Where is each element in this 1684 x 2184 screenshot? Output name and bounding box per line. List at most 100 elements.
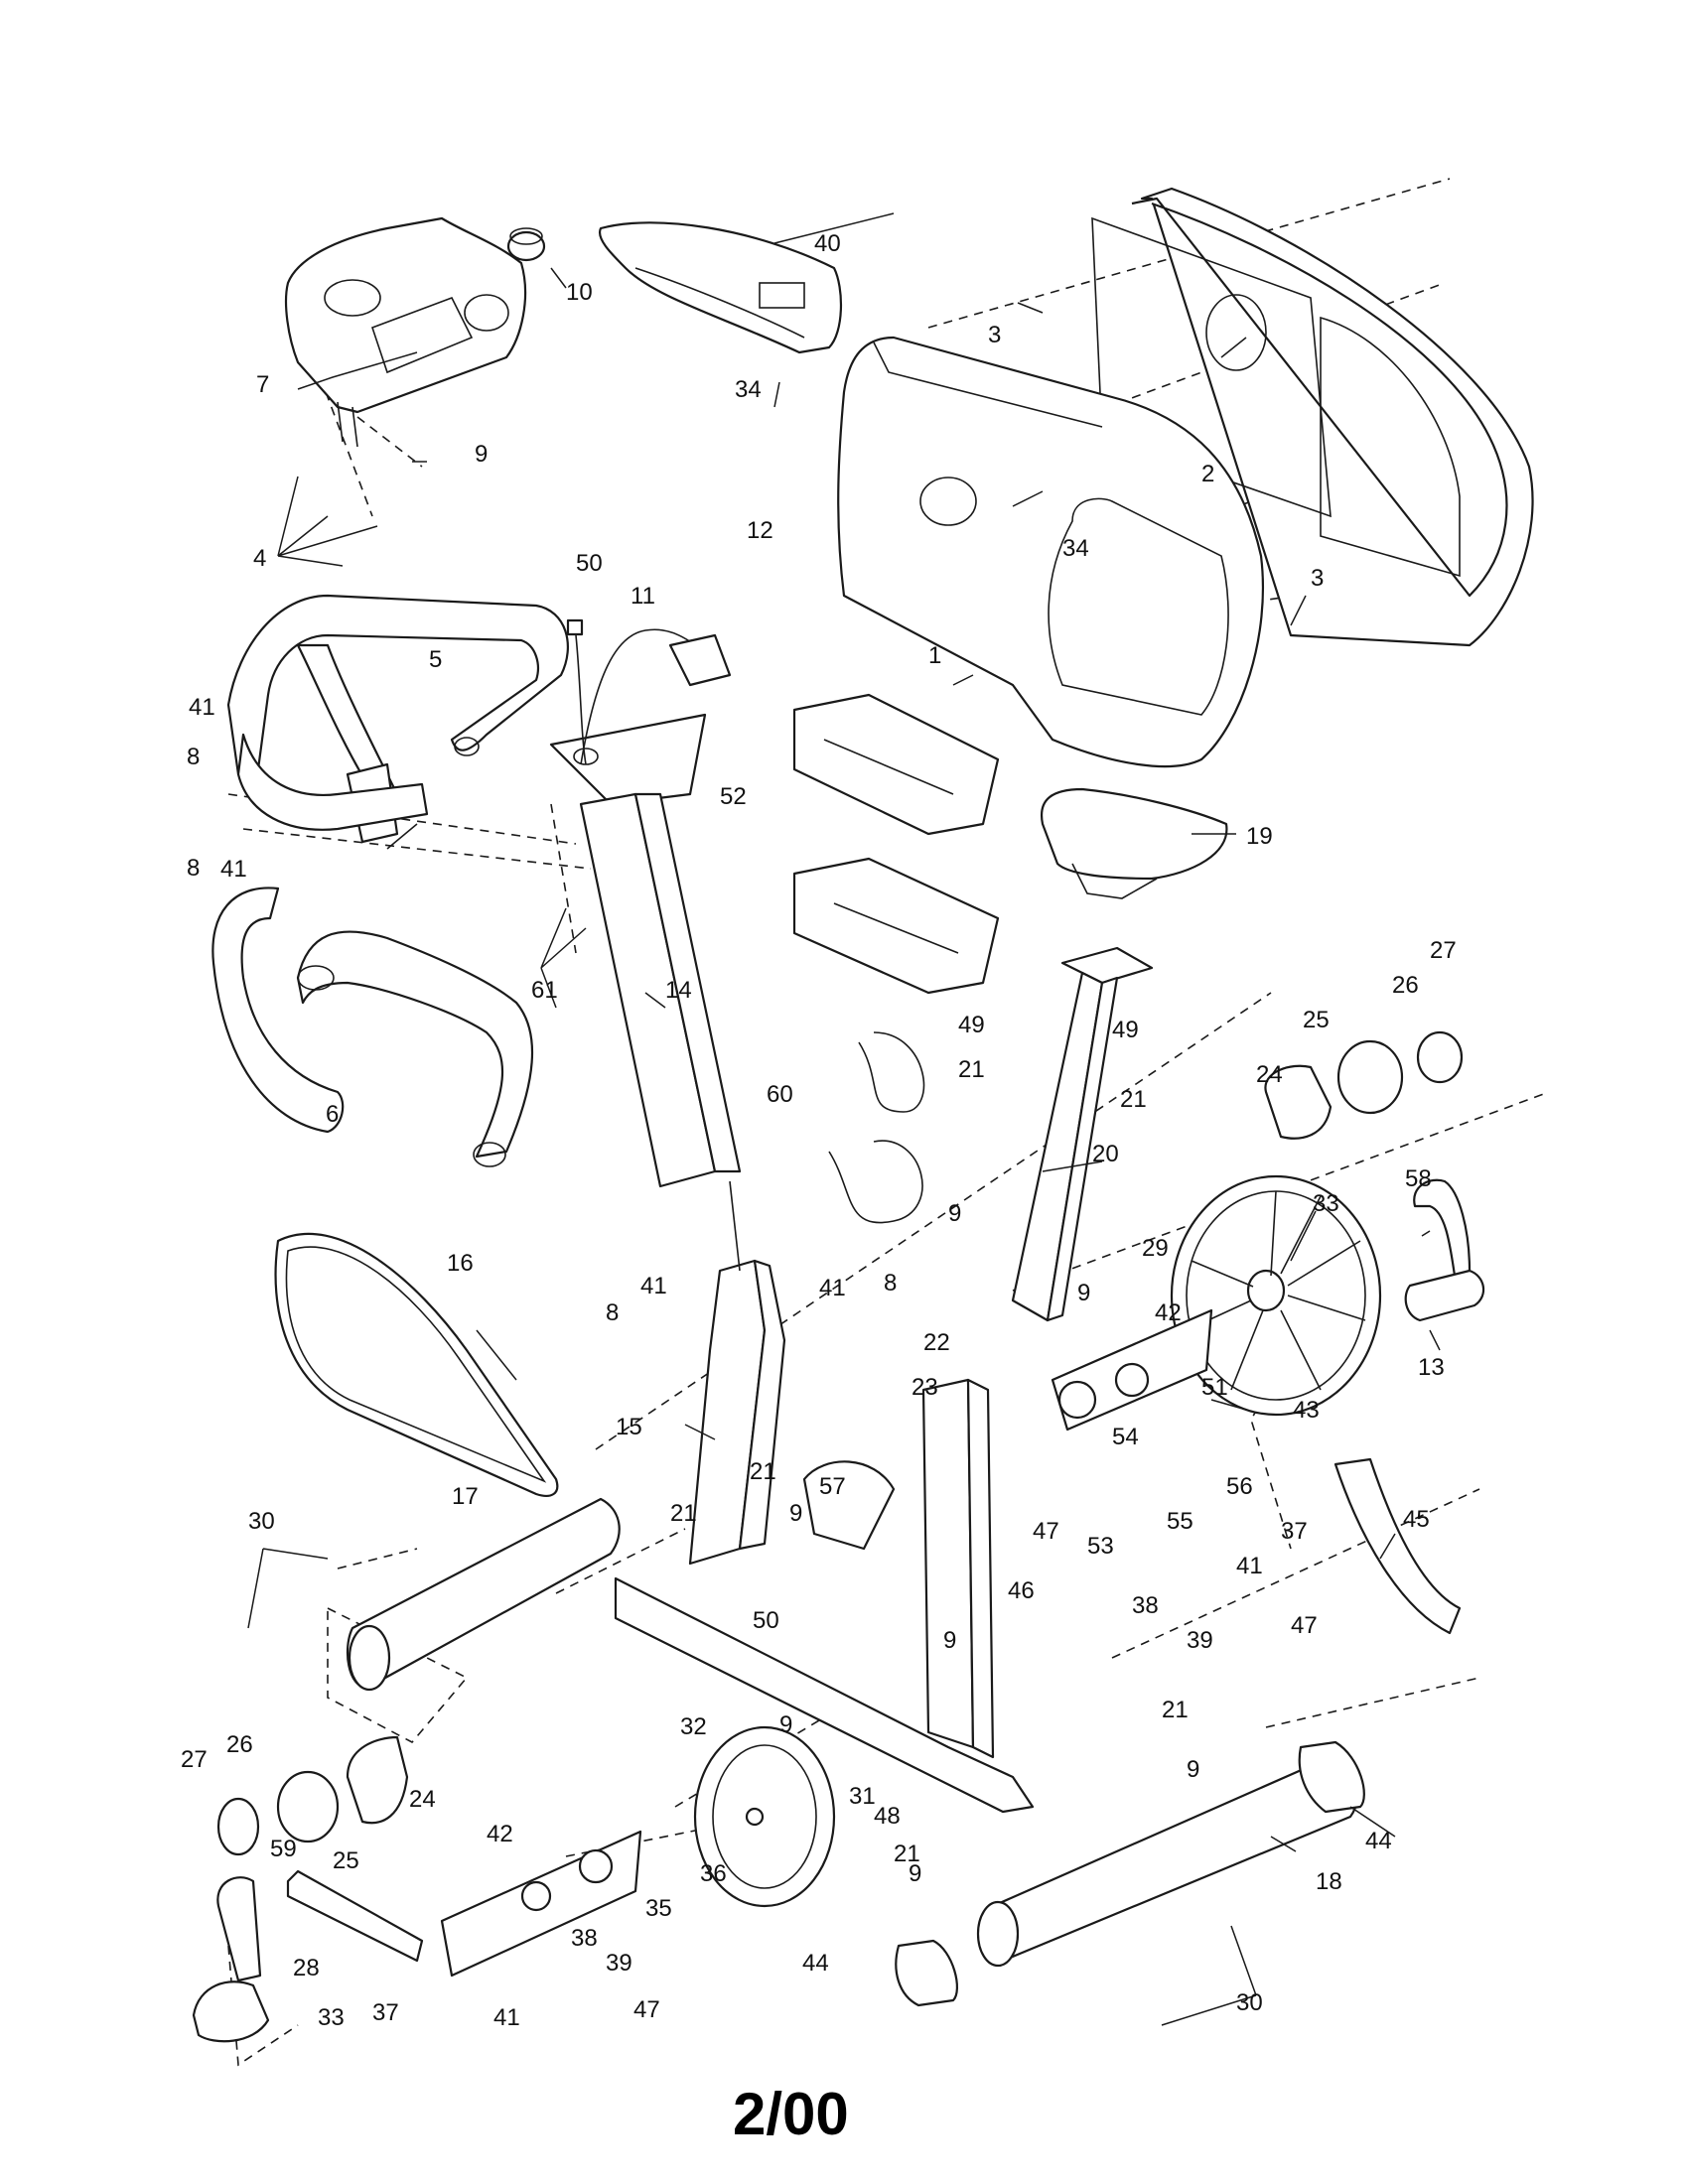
part-45-crank-cover [1333, 1457, 1462, 1635]
callout-44: 44 [1365, 1828, 1392, 1854]
footer-date: 2/00 [733, 2081, 849, 2147]
part-16-drive-belt [274, 1232, 559, 1497]
callout-9: 9 [475, 441, 488, 468]
callout-30: 30 [1236, 1989, 1263, 2016]
callout-9: 9 [943, 1627, 956, 1654]
callout-5: 5 [429, 646, 442, 673]
callout-41: 41 [493, 2004, 520, 2031]
callout-34: 34 [1062, 535, 1089, 562]
callout-41: 41 [819, 1275, 846, 1301]
callout-26: 26 [1392, 972, 1419, 999]
callout-21: 21 [1162, 1697, 1189, 1723]
callout-50: 50 [753, 1607, 779, 1634]
callout-9: 9 [1187, 1756, 1199, 1783]
part-20-seat-post [1011, 946, 1154, 1322]
callout-35: 35 [645, 1895, 672, 1922]
callout-27: 27 [181, 1746, 208, 1773]
part-18-rear-stabilizer [976, 1755, 1359, 1968]
callout-47: 47 [1291, 1612, 1318, 1639]
callout-38: 38 [571, 1925, 598, 1952]
callout-34: 34 [735, 376, 762, 403]
part-13-pedal [1404, 1269, 1485, 1322]
callout-2: 2 [1201, 461, 1214, 487]
callout-6: 6 [326, 1101, 339, 1128]
callout-16: 16 [447, 1250, 474, 1277]
callout-56: 56 [1226, 1473, 1253, 1500]
part-44-end-caps [895, 1740, 1365, 2007]
callout-1: 1 [928, 642, 941, 669]
callout-41: 41 [220, 856, 247, 883]
callout-25: 25 [333, 1847, 359, 1874]
callout-8: 8 [606, 1299, 619, 1326]
callout-52: 52 [720, 783, 747, 810]
callout-55: 55 [1167, 1508, 1193, 1535]
callout-31: 31 [849, 1783, 876, 1810]
callout-51: 51 [1201, 1374, 1228, 1401]
callout-26: 26 [226, 1731, 253, 1758]
callout-60: 60 [767, 1081, 793, 1108]
callout-43: 43 [1293, 1397, 1320, 1424]
callout-45: 45 [1403, 1506, 1430, 1533]
callout-41: 41 [1236, 1553, 1263, 1579]
part-14-main-upright [549, 713, 742, 1188]
callout-37: 37 [372, 1999, 399, 2026]
callout-40: 40 [814, 230, 841, 257]
callout-33: 33 [1313, 1190, 1339, 1217]
callout-37: 37 [1281, 1518, 1308, 1545]
callout-30: 30 [248, 1508, 275, 1535]
callout-29: 29 [1142, 1235, 1169, 1262]
callout-4: 4 [253, 545, 266, 572]
callout-14: 14 [665, 977, 692, 1004]
part-40-top-cap [598, 221, 842, 354]
part-42-bearing-housing-upper [1051, 1308, 1213, 1432]
callout-39: 39 [1187, 1627, 1213, 1654]
part-33-crank-arm-left [286, 1869, 424, 1963]
part-52-hardware-kits [792, 693, 1000, 995]
callout-20: 20 [1092, 1141, 1119, 1167]
callout-24: 24 [409, 1786, 436, 1813]
callout-36: 36 [700, 1860, 727, 1887]
part-5-upper-handlebar [226, 594, 569, 844]
callout-39: 39 [606, 1950, 632, 1977]
callout-18: 18 [1316, 1868, 1342, 1895]
part-33-flywheel [1170, 1174, 1382, 1417]
callout-21: 21 [1120, 1086, 1147, 1113]
part-11-cable [566, 618, 732, 765]
callout-42: 42 [1155, 1299, 1182, 1326]
part-42-bearing-housing-lower [440, 1830, 642, 1978]
callout-23: 23 [912, 1374, 938, 1401]
callout-49: 49 [1112, 1017, 1139, 1043]
callout-13: 13 [1418, 1354, 1445, 1381]
callout-8: 8 [187, 744, 200, 770]
callout-8: 8 [884, 1270, 897, 1297]
callout-53: 53 [1087, 1533, 1114, 1560]
callout-17: 17 [452, 1483, 479, 1510]
part-6-lower-handlebar [211, 887, 534, 1167]
callout-25: 25 [1303, 1007, 1330, 1033]
part-frame-base [614, 1378, 1035, 1814]
part-60-wires [828, 1031, 925, 1224]
callout-41: 41 [640, 1273, 667, 1299]
callout-10: 10 [566, 279, 593, 306]
callout-3: 3 [1311, 565, 1324, 592]
callout-9: 9 [909, 1860, 921, 1887]
callout-12: 12 [747, 517, 773, 544]
part-19-seat [1040, 787, 1228, 899]
part-17-front-stabilizer [346, 1497, 621, 1692]
callout-48: 48 [874, 1803, 901, 1830]
callout-49: 49 [958, 1012, 985, 1038]
part-15-lower-upright [688, 1180, 786, 1566]
callout-9: 9 [779, 1711, 792, 1738]
callout-9: 9 [789, 1500, 802, 1527]
callout-21: 21 [670, 1500, 697, 1527]
callout-7: 7 [256, 371, 269, 398]
part-24-26-hub-right [1264, 1030, 1464, 1140]
callout-24: 24 [1256, 1061, 1283, 1088]
callout-19: 19 [1246, 823, 1273, 850]
part-1-front-shroud [837, 336, 1265, 768]
callout-46: 46 [1008, 1577, 1035, 1604]
callout-44: 44 [802, 1950, 829, 1977]
callout-21: 21 [894, 1841, 920, 1867]
part-58-pedal-strap [1413, 1178, 1472, 1278]
